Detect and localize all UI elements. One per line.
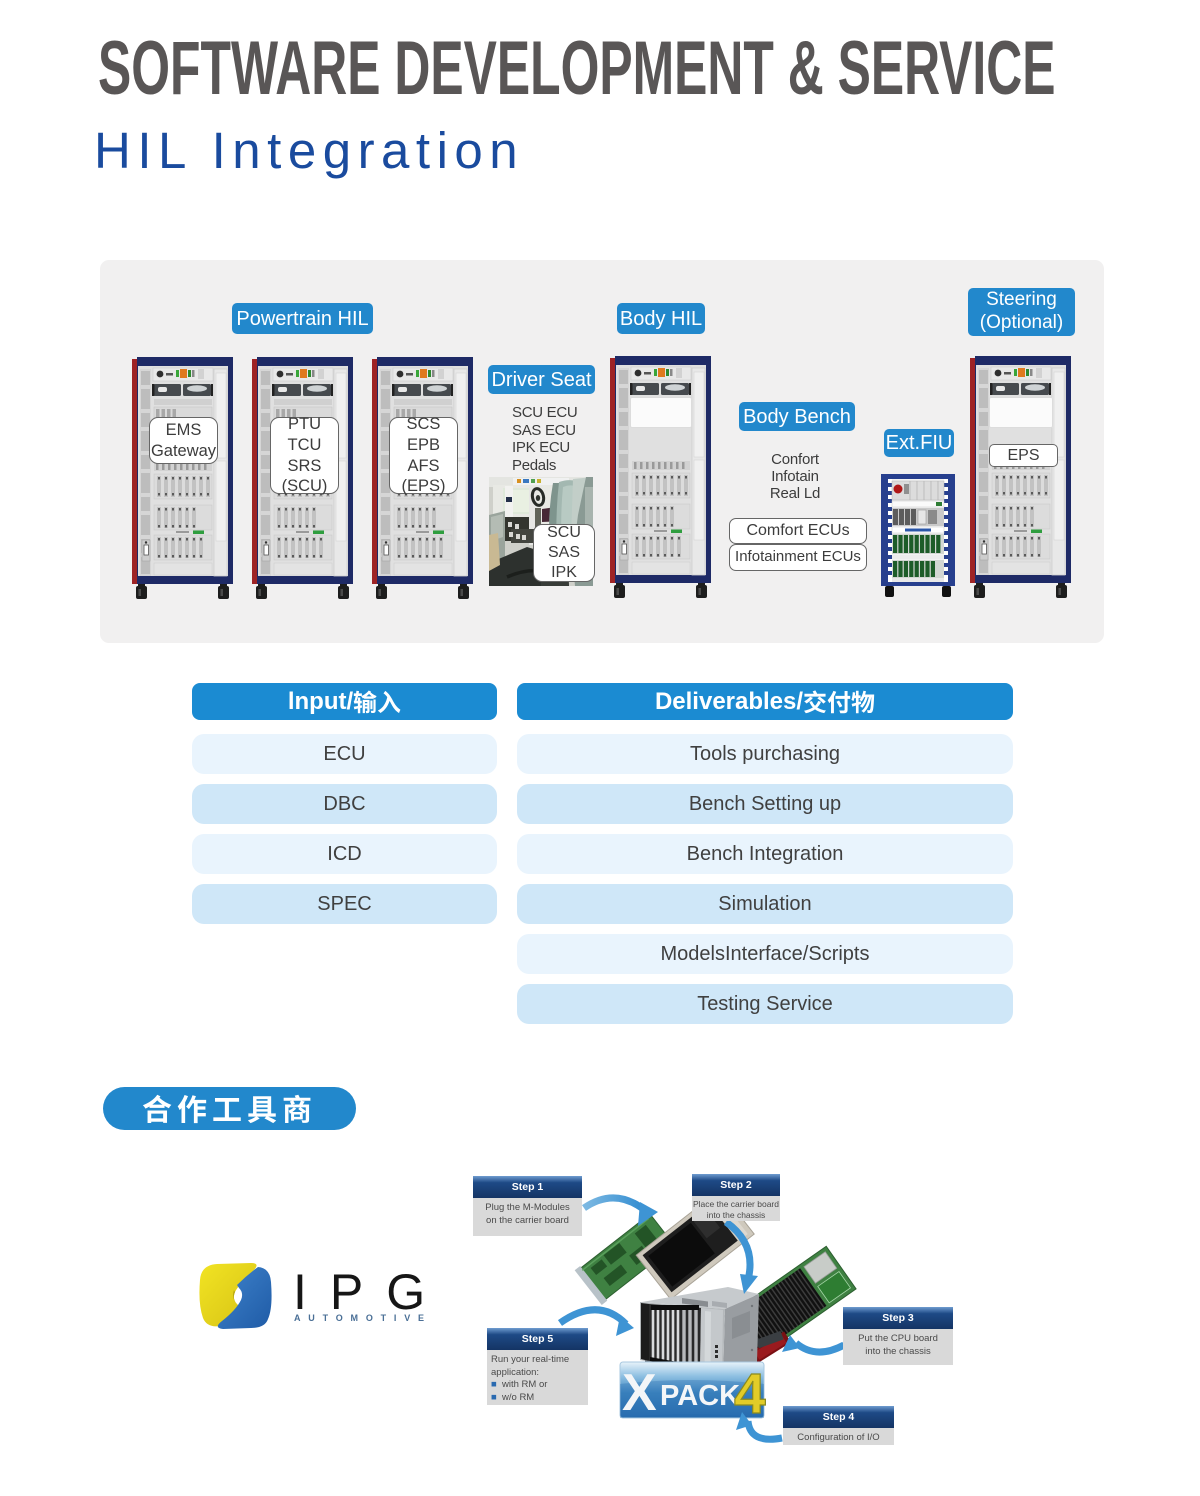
svg-text:AUTOMOTIVE: AUTOMOTIVE: [294, 1313, 432, 1323]
svg-text:4: 4: [734, 1362, 766, 1426]
svg-text:IPG: IPG: [293, 1264, 435, 1320]
svg-text:PACK: PACK: [660, 1380, 740, 1412]
svg-text:X: X: [622, 1364, 657, 1422]
